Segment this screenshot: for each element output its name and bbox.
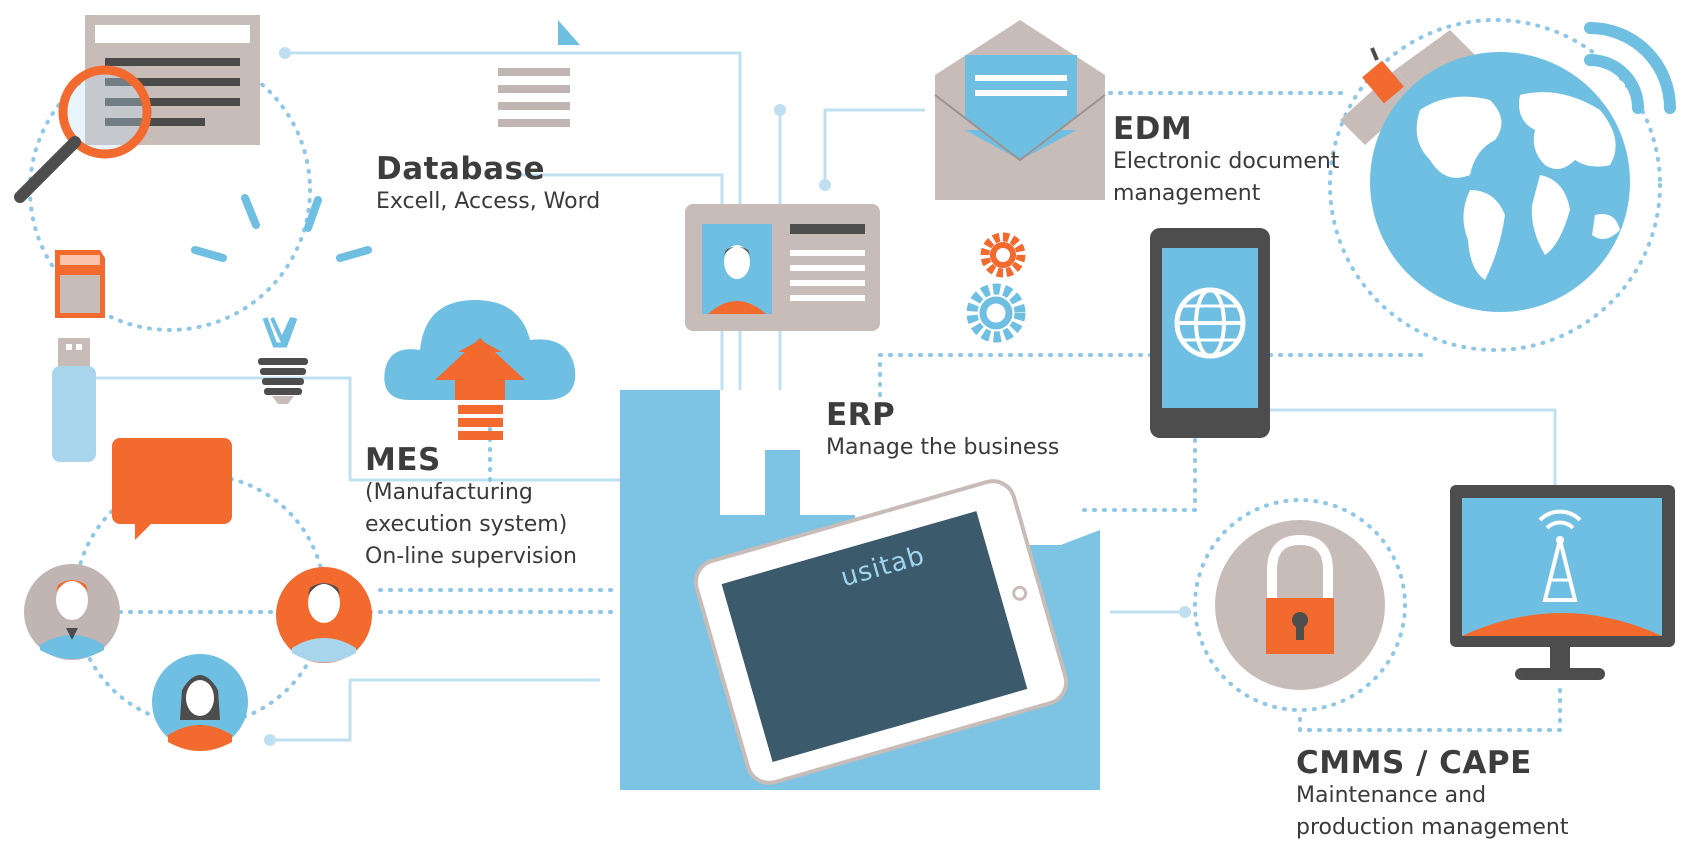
signal-arcs <box>1584 22 1676 114</box>
erp-desc: Manage the business <box>826 435 1060 460</box>
user-male-icon <box>24 564 120 660</box>
connection-lines <box>95 47 1557 746</box>
erp-label: ERP Manage the business <box>826 398 1059 464</box>
smartphone-globe-icon <box>1150 228 1270 438</box>
monitor-antenna-icon <box>1450 485 1675 680</box>
cmms-label: CMMS / CAPE Maintenance and production m… <box>1296 746 1569 844</box>
id-card-icon <box>685 204 880 331</box>
edm-label: EDM Electronic document management <box>1113 112 1339 210</box>
database-title: Database <box>376 151 545 187</box>
mes-title: MES <box>365 442 441 478</box>
chat-bubble-icon <box>112 438 232 540</box>
usb-drive-icon <box>52 338 96 462</box>
light-rays <box>191 194 372 262</box>
cmms-title: CMMS / CAPE <box>1296 745 1532 781</box>
edm-desc-line1: Electronic document <box>1113 149 1340 174</box>
padlock-icon <box>1215 520 1385 690</box>
envelope-icon <box>934 20 1106 200</box>
sd-card-icon <box>55 250 105 318</box>
mes-desc-line1: (Manufacturing <box>365 480 533 505</box>
mes-desc-line2: execution system) <box>365 512 568 537</box>
cloud-upload-icon <box>384 300 576 440</box>
document-search-icon <box>14 15 260 203</box>
satellite-icon <box>1340 30 1475 145</box>
user-male-icon <box>276 567 372 663</box>
cmms-desc-line2: production management <box>1296 815 1569 840</box>
mes-desc-line3: On-line supervision <box>365 544 577 569</box>
edm-title: EDM <box>1113 111 1193 147</box>
database-label: Database Excell, Access, Word <box>376 152 600 218</box>
paper-document-icon <box>498 20 580 127</box>
cmms-desc-line1: Maintenance and <box>1296 783 1487 808</box>
globe-icon <box>1370 52 1630 312</box>
mes-label: MES (Manufacturing execution system) On-… <box>365 443 577 573</box>
edm-desc-line2: management <box>1113 181 1261 206</box>
database-desc: Excell, Access, Word <box>376 189 601 214</box>
gears-icon <box>966 232 1026 343</box>
tablet-icon <box>693 479 1069 785</box>
lightbulb-icon <box>258 317 308 404</box>
user-female-icon <box>152 654 248 751</box>
erp-title: ERP <box>826 397 896 433</box>
